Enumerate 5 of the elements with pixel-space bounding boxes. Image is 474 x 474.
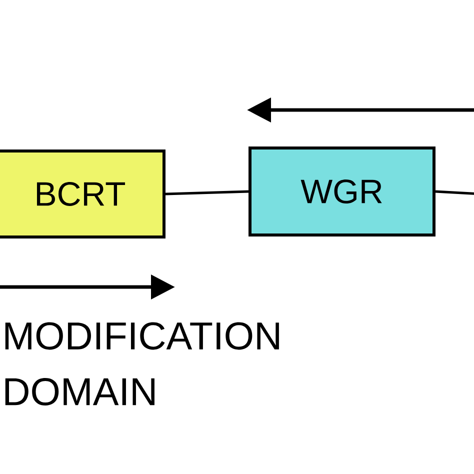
gene-box: BCRT xyxy=(0,150,166,238)
gene-box: WGR xyxy=(248,146,436,236)
connector-line xyxy=(435,190,474,196)
connector-line xyxy=(165,190,249,196)
domain-label: MODIFICATION DOMAIN xyxy=(5,322,279,406)
